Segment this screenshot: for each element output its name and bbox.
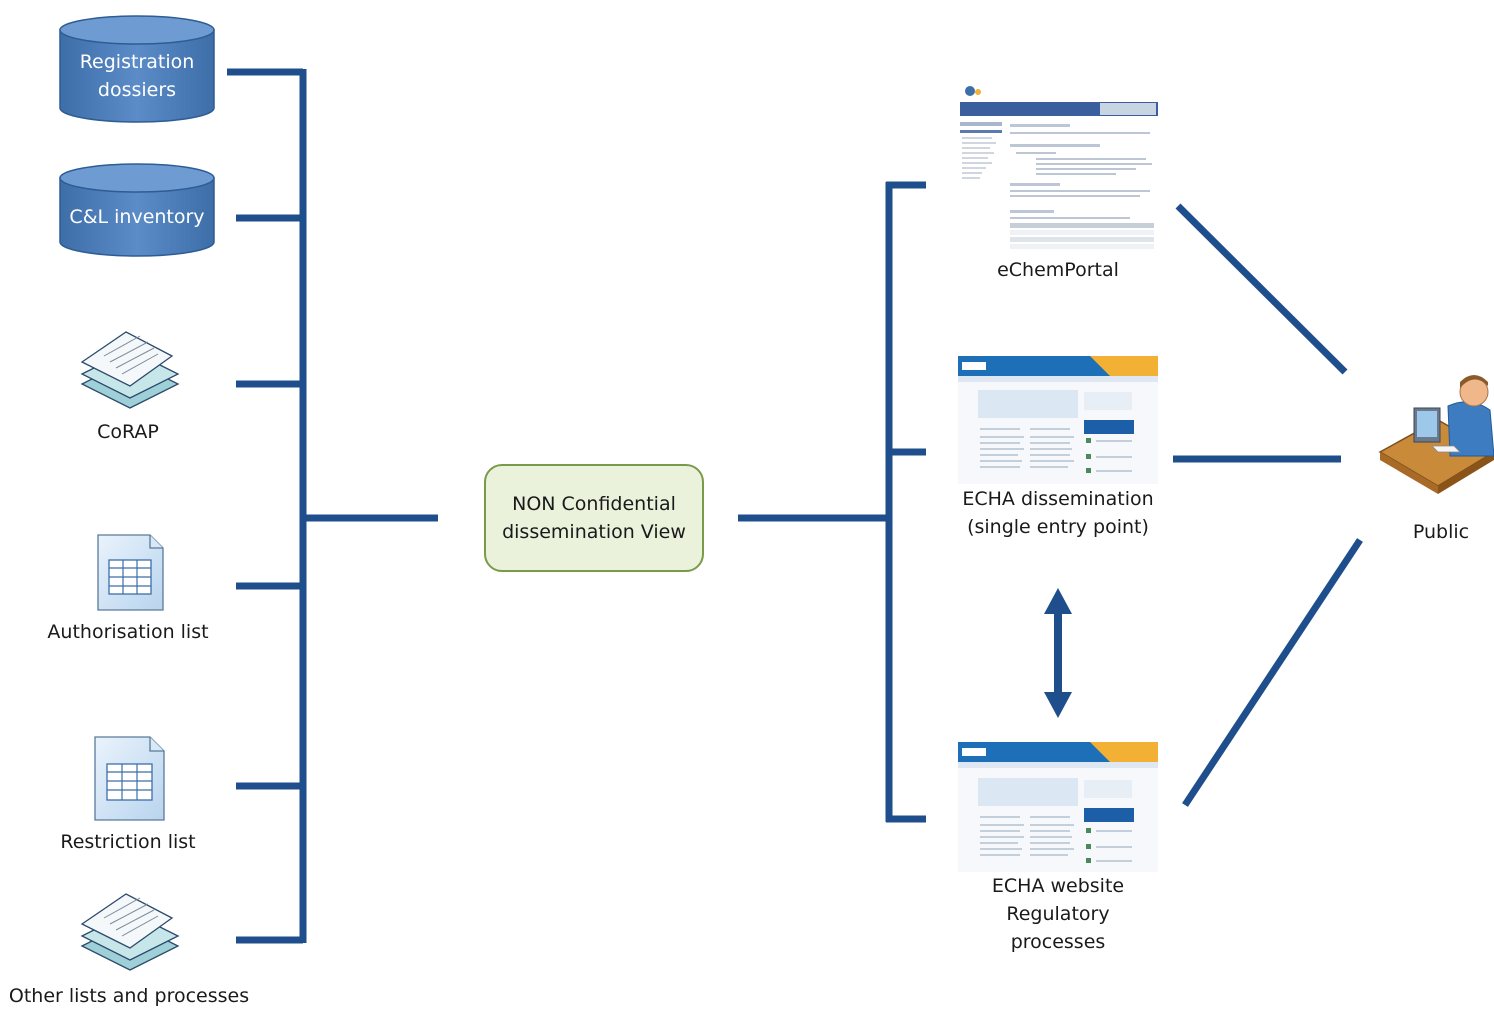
authorisation-table-icon bbox=[97, 534, 164, 611]
center-box-line2: dissemination View bbox=[502, 521, 686, 543]
public-connectors bbox=[1173, 203, 1363, 807]
echa-dissemination-line1: ECHA dissemination bbox=[962, 488, 1154, 510]
echa-website-label: ECHA website Regulatory processes bbox=[958, 872, 1158, 956]
other-lists-documents-icon bbox=[80, 893, 180, 971]
authorisation-list-label: Authorisation list bbox=[47, 621, 209, 643]
restriction-list-label: Restriction list bbox=[60, 831, 196, 853]
public-user-icon bbox=[1378, 375, 1494, 494]
registration-label-line1: Registration bbox=[79, 51, 195, 73]
registration-label-line2: dossiers bbox=[97, 79, 177, 101]
echa-website-line1: ECHA website bbox=[991, 875, 1125, 897]
echa-website-screenshot bbox=[958, 742, 1158, 872]
double-arrow bbox=[1044, 588, 1072, 718]
echa-website-line3: processes bbox=[1010, 931, 1106, 953]
registration-database-icon bbox=[59, 15, 215, 123]
corap-label: CoRAP bbox=[97, 421, 159, 443]
left-bracket bbox=[227, 68, 438, 944]
restriction-table-icon bbox=[94, 736, 165, 821]
registration-dossiers-label: Registration dossiers bbox=[60, 48, 214, 104]
echa-dissemination-label: ECHA dissemination (single entry point) bbox=[938, 485, 1178, 541]
cl-inventory-label: C&L inventory bbox=[69, 206, 205, 228]
right-bracket bbox=[738, 181, 926, 823]
echemportal-screenshot bbox=[958, 84, 1158, 256]
public-label: Public bbox=[1412, 521, 1470, 543]
other-lists-label: Other lists and processes bbox=[8, 985, 250, 1007]
echa-dissemination-line2: (single entry point) bbox=[967, 516, 1149, 538]
center-box-line1: NON Confidential bbox=[512, 493, 676, 515]
echa-dissemination-screenshot bbox=[958, 356, 1158, 484]
cl-inventory-database-icon bbox=[59, 163, 215, 257]
non-confidential-dissemination-view-box: NON Confidential dissemination View bbox=[484, 464, 704, 572]
echemportal-label: eChemPortal bbox=[997, 259, 1119, 281]
corap-documents-icon bbox=[80, 331, 180, 409]
echa-website-line2: Regulatory bbox=[1006, 903, 1110, 925]
